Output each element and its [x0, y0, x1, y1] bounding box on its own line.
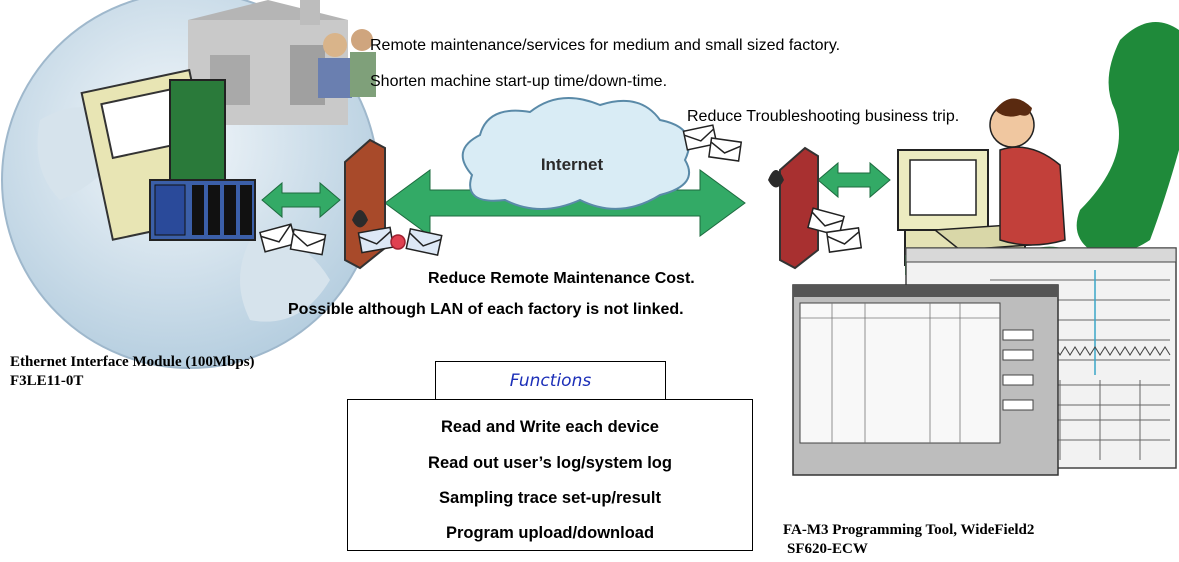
envelope-icon — [357, 226, 395, 254]
envelope-icon — [807, 207, 845, 237]
software-screenshots — [792, 247, 1177, 476]
envelope-icon — [708, 137, 743, 162]
internet-cloud: Internet — [461, 96, 691, 210]
functions-panel: Read and Write each device Read out user… — [347, 399, 753, 551]
arrow-firewall-to-pc — [817, 161, 891, 199]
ethernet-module-name: Ethernet Interface Module (100Mbps) — [10, 354, 255, 370]
caption-possible-lan: Possible although LAN of each factory is… — [288, 301, 684, 318]
plc-rack-illustration — [80, 68, 256, 241]
envelope-icon — [825, 227, 863, 253]
function-item: Program upload/download — [445, 524, 655, 542]
envelope-icon — [682, 124, 718, 151]
firewall-right-illustration — [768, 146, 819, 270]
envelope-icon — [405, 228, 443, 256]
function-item: Read and Write each device — [441, 418, 659, 436]
caption-shorten-time: Shorten machine start-up time/down-time. — [370, 73, 668, 90]
functions-tab: Functions — [435, 361, 666, 399]
ethernet-module-model: F3LE11-0T — [10, 373, 84, 389]
mail-seal-icon — [390, 234, 406, 250]
caption-reduce-trip: Reduce Troubleshooting business trip. — [687, 108, 960, 125]
function-item: Read out user’s log/system log — [428, 454, 672, 472]
japan-map-illustration — [1026, 22, 1179, 286]
programming-tool-name: FA-M3 Programming Tool, WideField2 — [783, 522, 1035, 538]
internet-label: Internet — [541, 155, 604, 174]
caption-reduce-cost: Reduce Remote Maintenance Cost. — [428, 270, 695, 287]
envelope-icon — [259, 223, 297, 253]
function-item: Sampling trace set-up/result — [439, 489, 661, 507]
envelope-icon — [289, 228, 327, 256]
programming-tool-model: SF620-ECW — [787, 541, 868, 557]
arrow-plc-to-firewall — [261, 181, 341, 219]
caption-remote-maintenance: Remote maintenance/services for medium a… — [370, 37, 841, 54]
envelopes-illustration — [259, 124, 863, 256]
functions-title: Functions — [509, 370, 592, 391]
workers-illustration — [318, 29, 376, 98]
